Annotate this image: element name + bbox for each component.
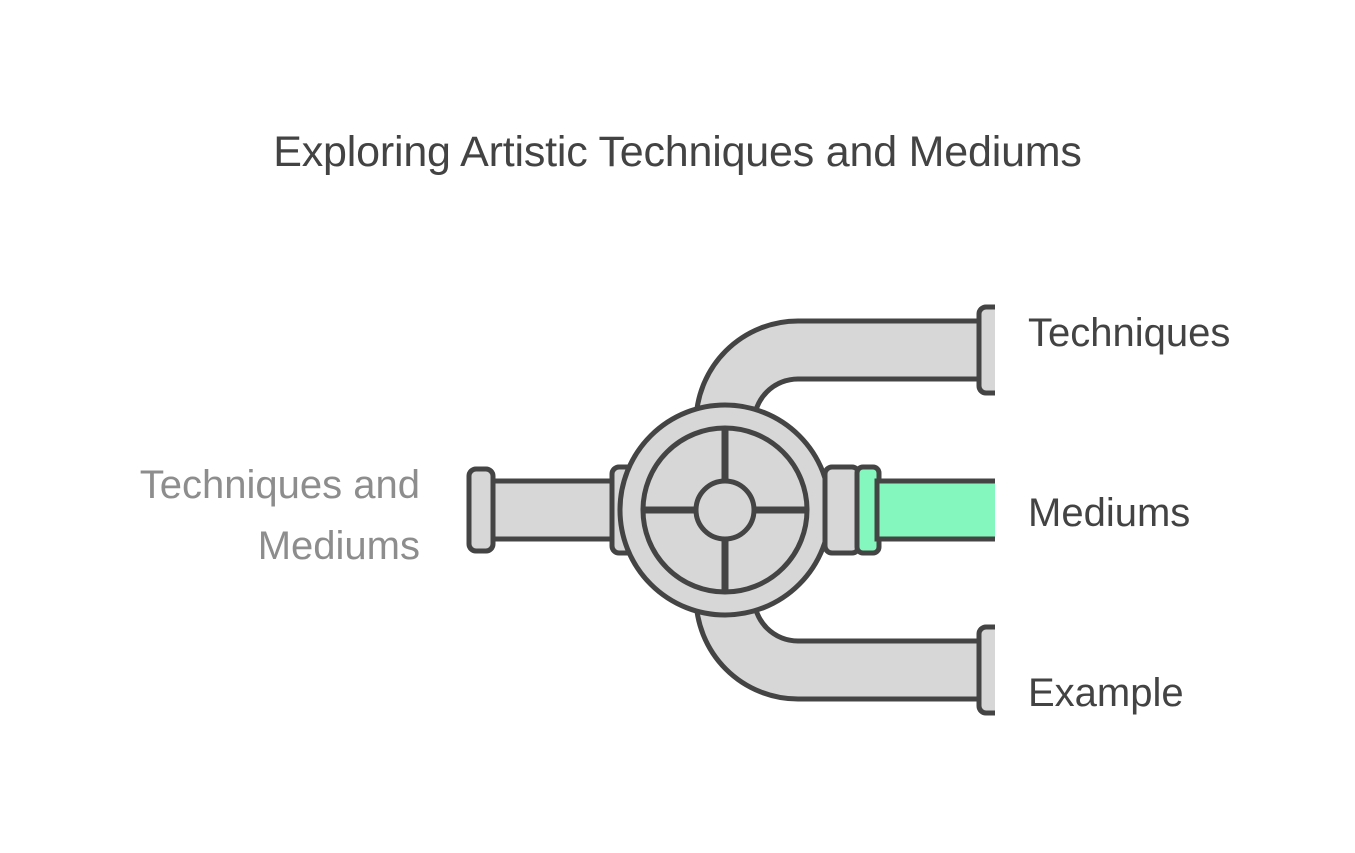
source-label-line-2: Mediums bbox=[257, 524, 420, 568]
source-label: Techniques and Mediums bbox=[20, 455, 420, 577]
branch-label-example: Example bbox=[1028, 671, 1184, 715]
branch-pipe-techniques bbox=[976, 304, 995, 396]
valve-hub bbox=[693, 478, 757, 542]
mediums-barrel bbox=[874, 478, 995, 542]
elbow-pipe-top bbox=[693, 318, 988, 518]
page-title: Exploring Artistic Techniques and Medium… bbox=[273, 128, 1082, 176]
techniques-collar bbox=[976, 304, 995, 396]
branch-pipe-mediums bbox=[822, 464, 995, 556]
pipe-manifold-diagram: .pipe-body { stroke-width: 5; stroke-lin… bbox=[455, 265, 995, 755]
inlet-end-flange bbox=[466, 466, 496, 554]
branch-pipe-example bbox=[976, 624, 995, 716]
valve-wheel-icon bbox=[617, 402, 833, 618]
branch-label-mediums: Mediums bbox=[1028, 491, 1191, 535]
branch-label-techniques: Techniques bbox=[1028, 311, 1231, 355]
example-collar bbox=[976, 624, 995, 716]
source-label-line-1: Techniques and bbox=[139, 463, 420, 507]
mediums-collar bbox=[822, 464, 862, 556]
pipe-manifold-svg: .pipe-body { stroke-width: 5; stroke-lin… bbox=[466, 304, 995, 716]
elbow-pipe-bottom bbox=[693, 502, 988, 702]
